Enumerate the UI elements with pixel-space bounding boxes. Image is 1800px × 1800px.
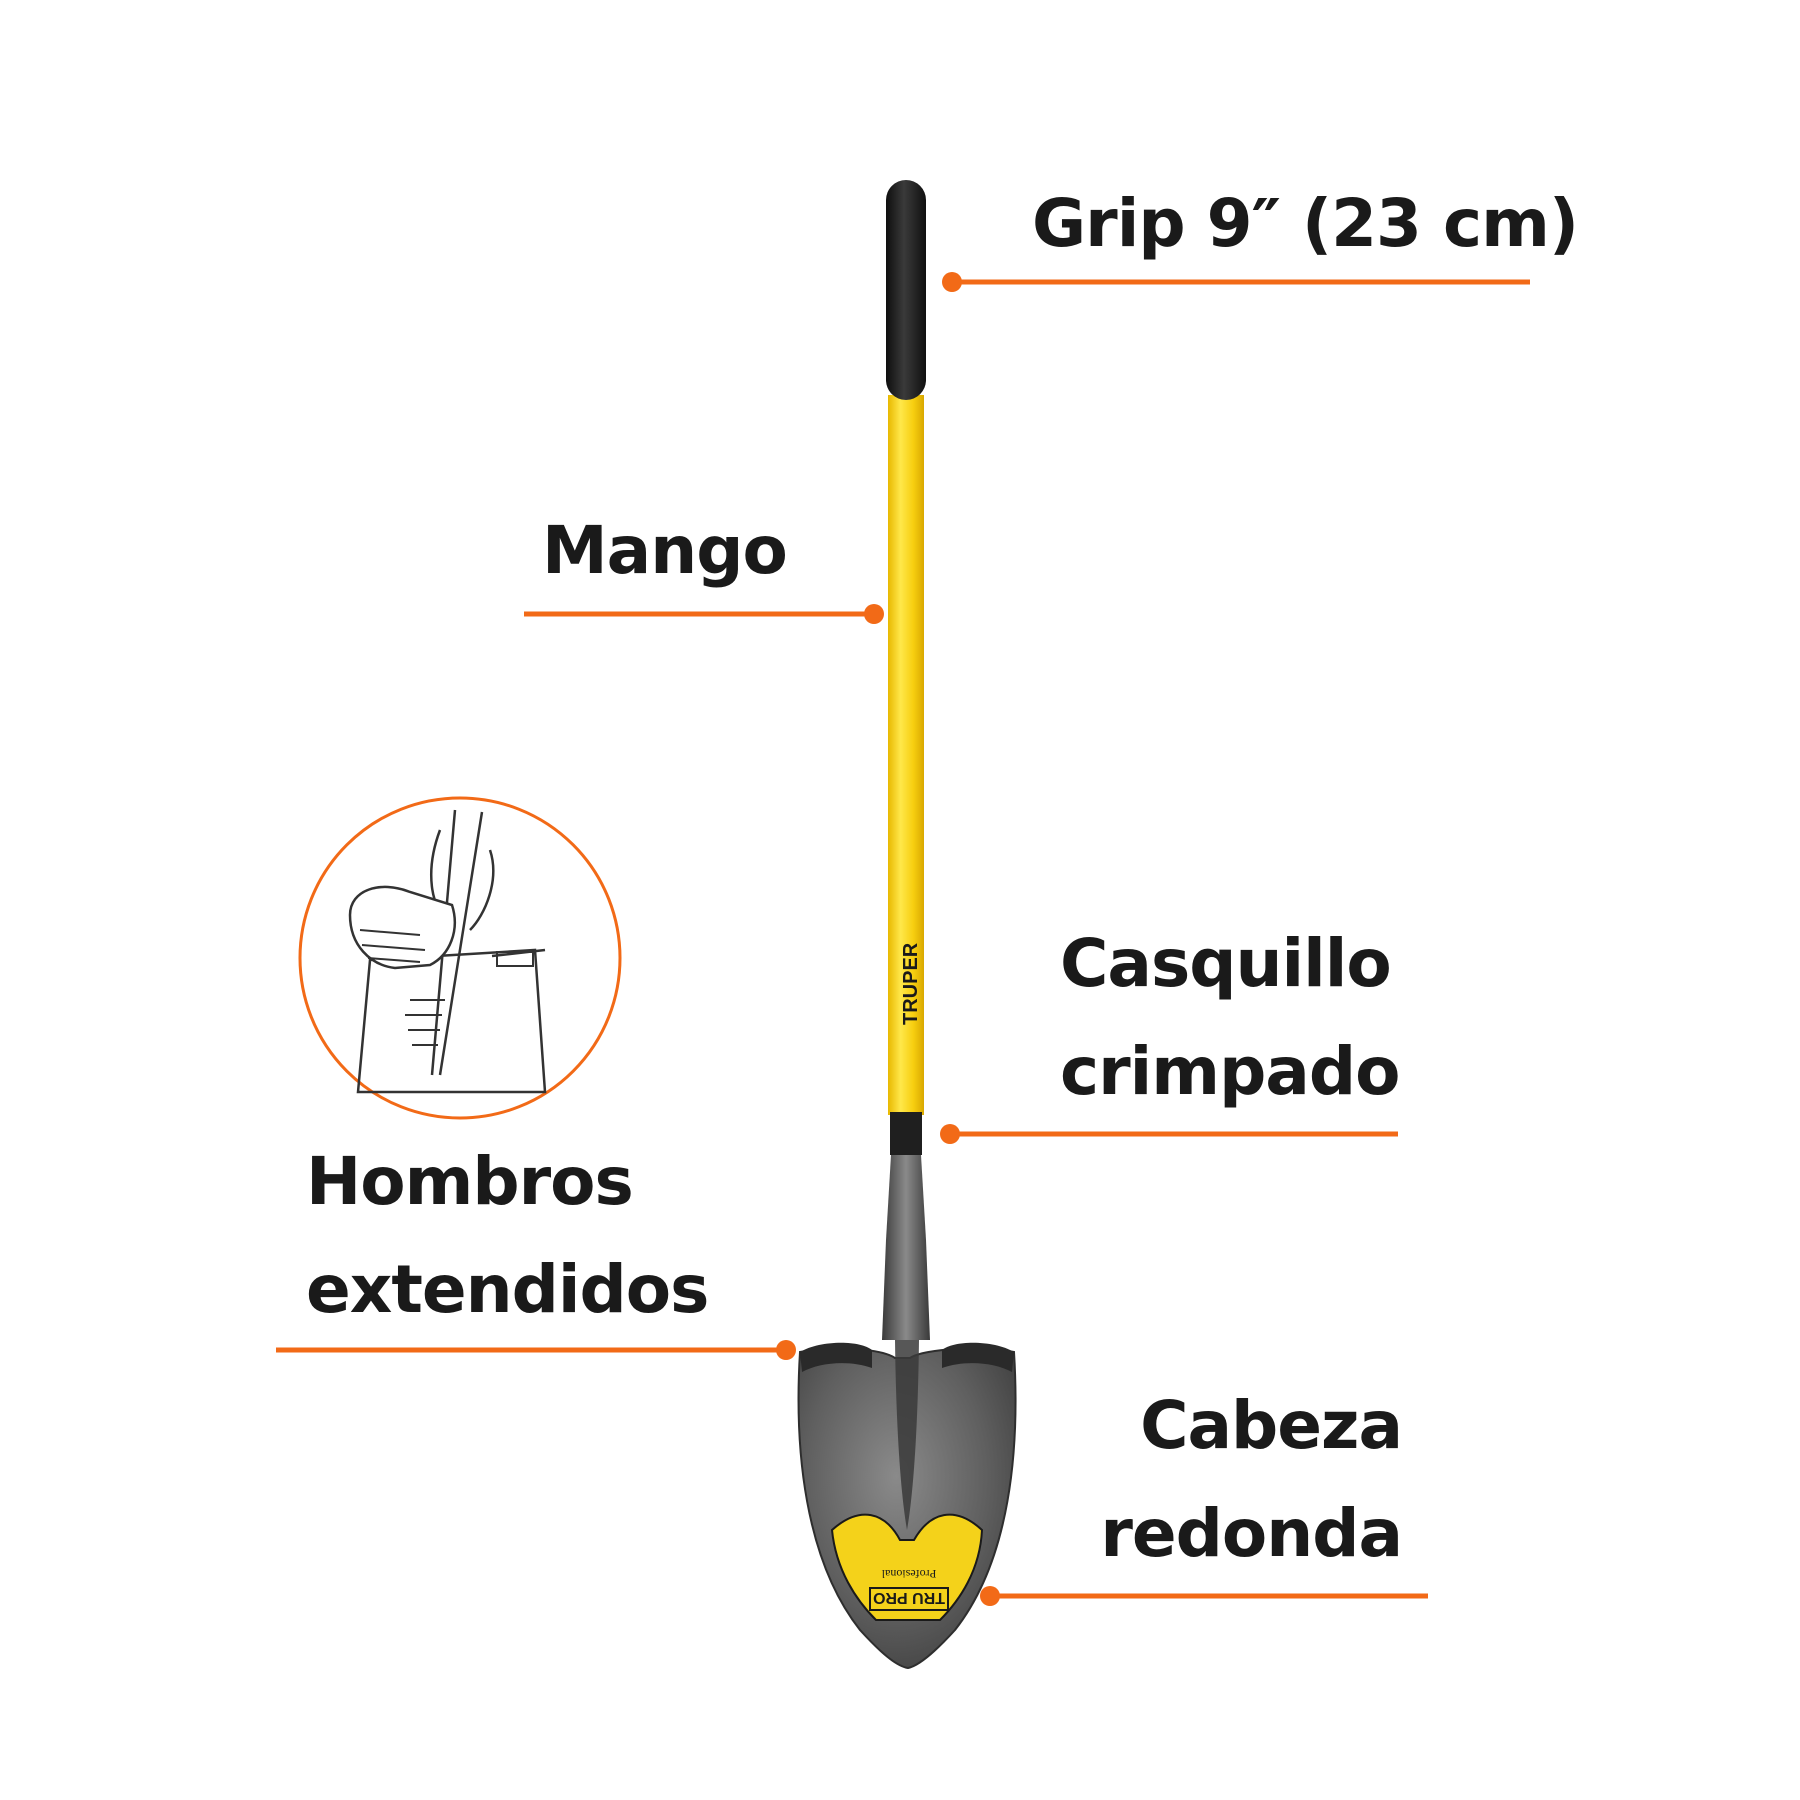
- cabeza-label-line1: Cabeza: [1140, 1387, 1403, 1464]
- foot-on-shovel-icon: [298, 796, 622, 1120]
- cabeza-callout-label: Cabeza redonda: [1100, 1372, 1403, 1588]
- grip-leader-dot: [942, 272, 962, 292]
- hombros-label-line2: extendidos: [306, 1251, 709, 1328]
- cabeza-label-line2: redonda: [1100, 1495, 1403, 1572]
- handle-brand-label: TRUPER: [900, 942, 922, 1025]
- blade-right-shoulder: [942, 1342, 1014, 1372]
- hombros-leader-dot: [776, 1340, 796, 1360]
- grip-label-text: Grip 9″ (23 cm): [1032, 185, 1579, 262]
- casquillo-leader-dot: [940, 1124, 960, 1144]
- sticker-brand-label: TRU PRO: [873, 1589, 945, 1606]
- sticker-brand-box: [869, 1587, 949, 1611]
- mango-label-text: Mango: [542, 512, 788, 589]
- sticker-sub-label: Profesional: [881, 1567, 936, 1581]
- hombros-callout-label: Hombros extendidos: [306, 1128, 709, 1344]
- shovel-socket: [882, 1155, 930, 1340]
- mango-callout-label: Mango: [542, 497, 788, 605]
- blade-center-ridge: [895, 1340, 919, 1530]
- casquillo-label-line2: crimpado: [1060, 1033, 1400, 1110]
- shovel-grip: [886, 180, 926, 400]
- grip-callout-label: Grip 9″ (23 cm): [1032, 170, 1579, 278]
- blade-left-shoulder: [800, 1342, 872, 1372]
- cabeza-leader-dot: [980, 1586, 1000, 1606]
- mango-leader-dot: [864, 604, 884, 624]
- casquillo-callout-label: Casquillo crimpado: [1060, 910, 1400, 1126]
- shovel-ferrule: [890, 1112, 922, 1155]
- callout-lines: [276, 272, 1530, 1606]
- hombros-label-line1: Hombros: [306, 1143, 634, 1220]
- shovel-handle: [888, 395, 924, 1115]
- casquillo-label-line1: Casquillo: [1060, 925, 1392, 1002]
